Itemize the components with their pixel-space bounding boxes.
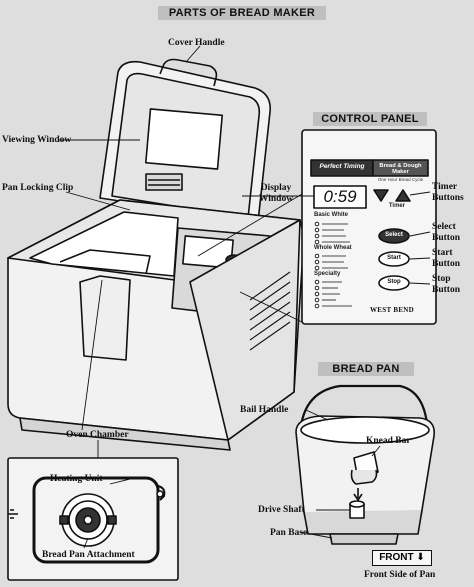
- label-timer-buttons-2: Buttons: [432, 193, 464, 203]
- control-panel-title: CONTROL PANEL: [313, 112, 427, 126]
- label-start-button-1: Start: [432, 248, 453, 258]
- front-box-text: FRONT: [379, 552, 414, 563]
- label-select-button-1: Select: [432, 222, 456, 232]
- start-button-text[interactable]: Start: [387, 255, 401, 261]
- label-oven-chamber: Oven Chamber: [66, 430, 129, 440]
- stop-button-shape: [378, 275, 410, 291]
- timer-down-button: [373, 189, 389, 202]
- group-specialty: Specialty: [314, 271, 341, 277]
- front-box: FRONT ⬇: [372, 550, 432, 566]
- panel-brand-right: Bread & Dough Maker: [379, 163, 422, 175]
- main-title: PARTS OF BREAD MAKER: [158, 6, 326, 20]
- down-arrow-icon: ⬇: [413, 552, 425, 563]
- heating-unit-shape: [32, 476, 160, 564]
- label-viewing-window: Viewing Window: [2, 135, 72, 145]
- cover-handle-shape: [159, 58, 218, 87]
- timer-up-button: [395, 189, 411, 202]
- label-timer-buttons-1: Timer: [432, 182, 458, 192]
- bail-handle-shape: [298, 384, 430, 441]
- panel-brand-sub: One Hour Bread Cycle: [377, 177, 424, 182]
- bread-pan-title: BREAD PAN: [318, 362, 414, 376]
- panel-maker-logo: WEST BEND: [370, 306, 415, 314]
- viewing-window-shape: [144, 108, 224, 170]
- pan-base-shape: [329, 533, 399, 545]
- start-button-shape: [378, 251, 410, 267]
- stop-button-text[interactable]: Stop: [387, 279, 401, 285]
- panel-brand-left: Perfect Timing: [319, 163, 365, 170]
- label-cover-handle: Cover Handle: [168, 38, 225, 48]
- label-pan-base: Pan Base: [270, 528, 308, 538]
- label-bail-handle: Bail Handle: [240, 405, 289, 415]
- label-pan-locking-clip: Pan Locking Clip: [2, 183, 74, 193]
- label-select-button-2: Button: [432, 233, 460, 243]
- group-whole-wheat: Whole Wheat: [314, 245, 352, 251]
- label-heating-unit: Heating Unit: [50, 474, 103, 484]
- label-stop-button-2: Button: [432, 285, 460, 295]
- label-display-window-1: Display: [260, 183, 292, 193]
- label-knead-bar: Knead Bar: [366, 436, 411, 446]
- label-stop-button-1: Stop: [432, 274, 451, 284]
- group-basic-white: Basic White: [314, 212, 349, 218]
- display-readout: 0:59: [323, 187, 357, 206]
- label-drive-shaft: Drive Shaft: [258, 505, 305, 515]
- select-button-text[interactable]: Select: [385, 232, 403, 238]
- select-button-shape: [378, 228, 410, 244]
- label-display-window-2: Window: [258, 194, 294, 204]
- control-panel-outline: [301, 129, 437, 325]
- display-window-shape: [313, 185, 367, 209]
- label-bread-pan-attachment: Bread Pan Attachment: [42, 550, 135, 560]
- timer-label-panel: Timer: [388, 203, 406, 209]
- label-front-side-of-pan: Front Side of Pan: [364, 570, 436, 580]
- label-start-button-2: Button: [432, 259, 460, 269]
